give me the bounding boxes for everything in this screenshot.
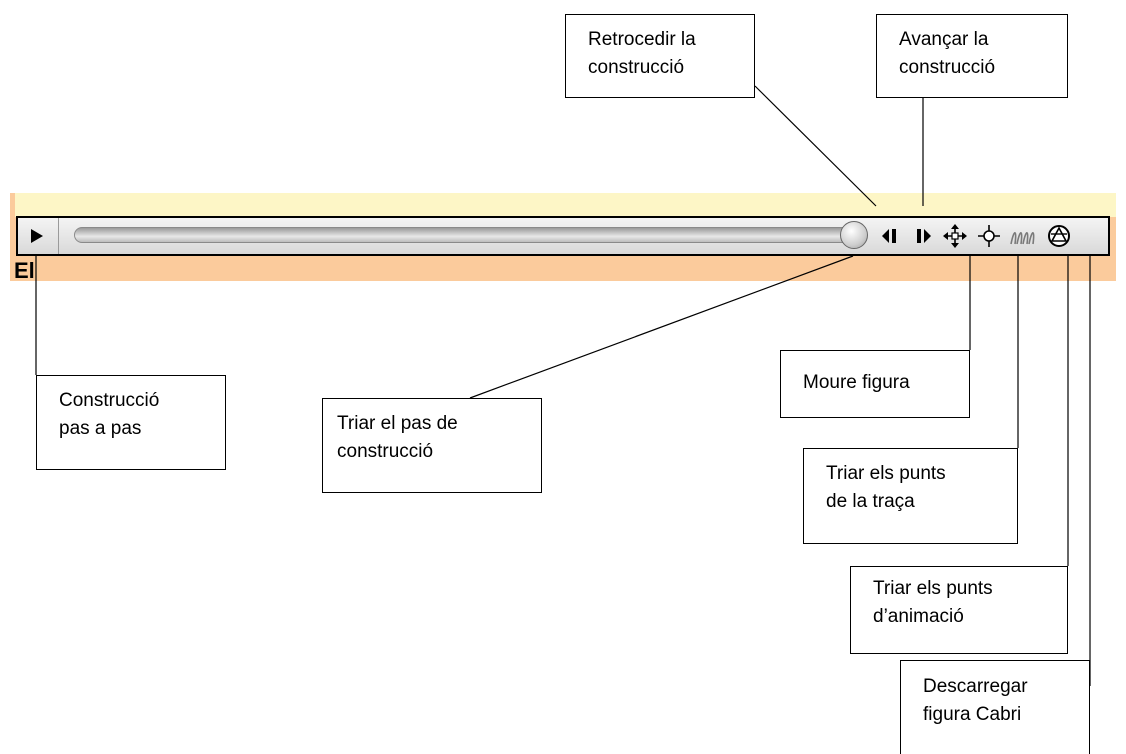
callout-retrocedir: Retrocedir la construcció	[565, 14, 755, 98]
callout-triar-pas-line1: Triar el pas de	[337, 413, 458, 434]
callout-traca-line2: de la traça	[826, 491, 915, 512]
download-cabri-button[interactable]	[1044, 220, 1074, 252]
callout-animacio: Triar els punts d’animació	[850, 566, 1068, 654]
animation-points-icon	[1010, 231, 1035, 245]
step-forward-button[interactable]	[908, 220, 938, 252]
cabri-logo-icon	[1048, 225, 1070, 247]
callout-construccio-line1: Construcció	[59, 390, 160, 411]
callout-triar-pas-line2: construcció	[337, 441, 434, 462]
leader-retrocedir	[754, 85, 877, 207]
trace-point-icon	[978, 225, 1000, 247]
callout-avancar-line2: construcció	[899, 57, 996, 78]
construction-toolbar	[16, 216, 1110, 256]
callout-retrocedir-line2: construcció	[588, 57, 685, 78]
play-icon	[31, 229, 43, 243]
callout-avancar-line1: Avançar la	[899, 29, 989, 50]
callout-construccio-line2: pas a pas	[59, 418, 142, 439]
callout-animacio-line2: d’animació	[873, 606, 964, 627]
callout-triar-pas: Triar el pas de construcció	[322, 398, 542, 493]
toolbar-left-band	[10, 193, 15, 281]
step-back-button[interactable]	[876, 220, 906, 252]
toolbar-top-band	[10, 193, 1116, 217]
background-text: El	[14, 258, 35, 280]
animation-points-button[interactable]	[1008, 220, 1038, 252]
play-button[interactable]	[18, 218, 59, 254]
callout-construccio: Construcció pas a pas	[36, 375, 226, 470]
leader-triar-pas	[469, 255, 854, 399]
callout-retrocedir-line1: Retrocedir la	[588, 29, 696, 50]
callout-avancar: Avançar la construcció	[876, 14, 1068, 98]
callout-moure-line1: Moure figura	[803, 372, 910, 393]
move-arrows-icon	[943, 224, 967, 248]
callout-animacio-line1: Triar els punts	[873, 578, 993, 599]
callout-descarregar-line2: figura Cabri	[923, 704, 1022, 725]
slider-knob[interactable]	[840, 221, 868, 249]
trace-points-button[interactable]	[974, 220, 1004, 252]
callout-descarregar: Descarregar figura Cabri	[900, 660, 1090, 754]
callout-traca: Triar els punts de la traça	[803, 448, 1018, 544]
callout-traca-line1: Triar els punts	[826, 463, 946, 484]
move-figure-button[interactable]	[940, 220, 970, 252]
step-forward-icon	[917, 229, 931, 243]
callout-descarregar-line1: Descarregar	[923, 676, 1028, 697]
step-back-icon	[882, 229, 896, 243]
callout-moure: Moure figura	[780, 350, 970, 418]
